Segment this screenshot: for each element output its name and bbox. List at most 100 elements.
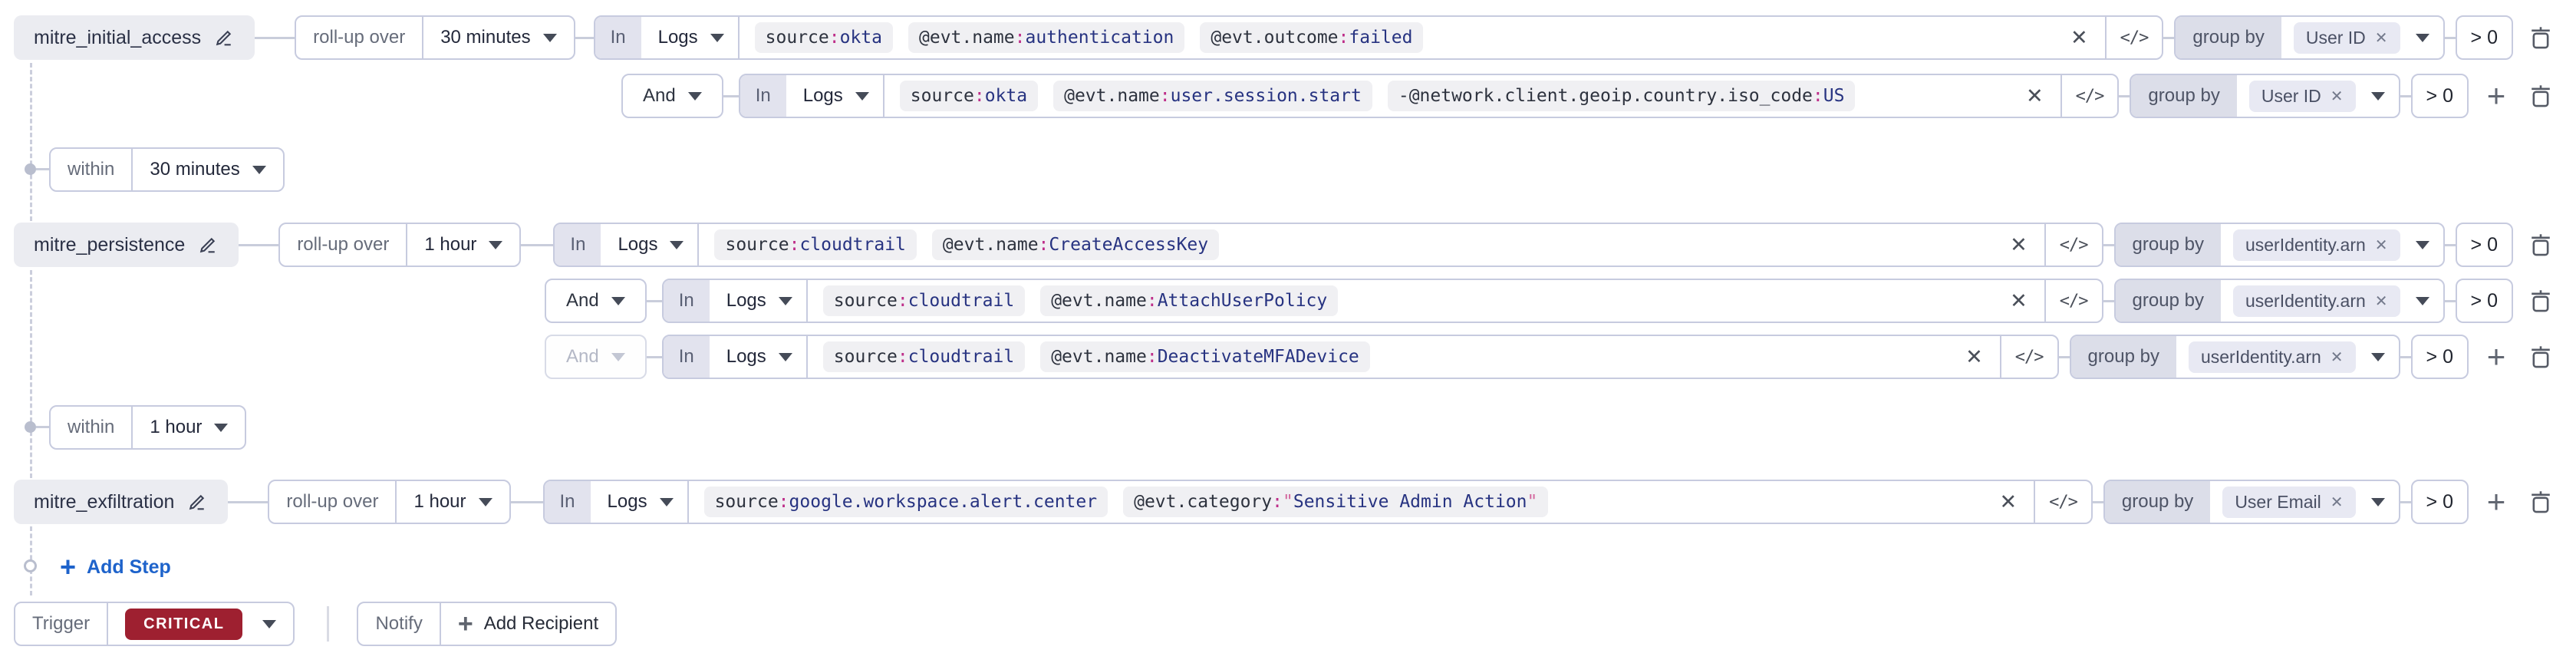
delete-query-button[interactable] xyxy=(2525,25,2556,51)
step-name-chip[interactable]: mitre_exfiltration xyxy=(14,480,229,524)
query-token[interactable]: @evt.name:authentication xyxy=(908,22,1185,53)
rollup-dropdown[interactable]: 1 hour xyxy=(407,224,519,266)
close-icon: ✕ xyxy=(2026,84,2044,107)
delete-query-button[interactable] xyxy=(2525,288,2556,314)
connector-nub xyxy=(646,299,662,302)
add-recipient-button[interactable]: + Add Recipient xyxy=(441,603,615,645)
query-token[interactable]: source:cloudtrail xyxy=(714,229,917,260)
remove-group-icon[interactable]: ✕ xyxy=(2374,292,2388,310)
threshold-button[interactable]: > 0 xyxy=(2410,480,2469,524)
delete-query-button[interactable] xyxy=(2525,344,2556,370)
operator-dropdown[interactable]: And xyxy=(545,279,647,323)
source-dropdown[interactable]: Logs xyxy=(591,481,689,523)
query-token[interactable]: @evt.name:AttachUserPolicy xyxy=(1040,285,1339,316)
group-by-pill[interactable]: userIdentity.arn ✕ xyxy=(2232,285,2400,317)
clear-query-button[interactable]: ✕ xyxy=(1948,336,2000,378)
query-token[interactable]: source:cloudtrail xyxy=(822,341,1026,372)
query-input[interactable]: source:okta @evt.name:user.session.start… xyxy=(884,75,2009,117)
source-dropdown[interactable]: Logs xyxy=(710,280,808,322)
close-icon: ✕ xyxy=(2070,25,2088,49)
query-token[interactable]: @evt.outcome:failed xyxy=(1200,22,1424,53)
query-token[interactable]: @evt.category:"Sensitive Admin Action" xyxy=(1123,487,1549,517)
chevron-down-icon xyxy=(778,296,792,305)
delete-query-button[interactable] xyxy=(2525,83,2556,109)
step-name-chip[interactable]: mitre_persistence xyxy=(14,223,239,267)
source-dropdown[interactable]: Logs xyxy=(710,336,808,378)
edit-icon[interactable] xyxy=(213,27,235,48)
threshold-button[interactable]: > 0 xyxy=(2410,335,2469,379)
source-value: Logs xyxy=(618,234,658,255)
query-input[interactable]: source:okta @evt.name:authentication @ev… xyxy=(740,17,2054,58)
source-dropdown[interactable]: Logs xyxy=(641,17,740,58)
query-token[interactable]: @evt.name:DeactivateMFADevice xyxy=(1040,341,1370,372)
remove-group-icon[interactable]: ✕ xyxy=(2330,493,2344,511)
code-view-button[interactable]: </> xyxy=(2044,280,2102,322)
operator-dropdown[interactable]: And xyxy=(545,335,647,379)
severity-badge: CRITICAL xyxy=(125,608,243,640)
remove-group-icon[interactable]: ✕ xyxy=(2374,29,2388,47)
group-by-pill[interactable]: User ID ✕ xyxy=(2248,80,2356,112)
query-token[interactable]: @evt.name:CreateAccessKey xyxy=(931,229,1220,260)
edit-icon[interactable] xyxy=(186,491,208,513)
query-input[interactable]: source:cloudtrail @evt.name:DeactivateMF… xyxy=(808,336,1948,378)
source-dropdown[interactable]: Logs xyxy=(786,75,884,117)
clear-query-button[interactable]: ✕ xyxy=(2009,75,2060,117)
query-token[interactable]: -@network.client.geoip.country.iso_code:… xyxy=(1387,81,1856,111)
connector-dot xyxy=(25,421,36,433)
query-token[interactable]: source:cloudtrail xyxy=(822,285,1026,316)
threshold-button[interactable]: > 0 xyxy=(2455,223,2513,267)
group-by-pill[interactable]: User Email ✕ xyxy=(2222,486,2356,518)
threshold-button[interactable]: > 0 xyxy=(2410,74,2469,118)
query-token[interactable]: @evt.name:user.session.start xyxy=(1053,81,1372,111)
edit-icon[interactable] xyxy=(197,234,219,256)
clear-query-button[interactable]: ✕ xyxy=(1993,280,2044,322)
rollup-label: roll-up over xyxy=(296,17,424,58)
group-by-dropdown[interactable]: User Email ✕ xyxy=(2210,481,2398,523)
group-by-pill[interactable]: userIdentity.arn ✕ xyxy=(2188,341,2356,373)
group-by-pill[interactable]: userIdentity.arn ✕ xyxy=(2232,229,2400,261)
group-by-dropdown[interactable]: userIdentity.arn ✕ xyxy=(2221,280,2443,322)
query-input[interactable]: source:google.workspace.alert.center @ev… xyxy=(689,481,1983,523)
rollup-dropdown[interactable]: 1 hour xyxy=(397,481,509,523)
group-by-dropdown[interactable]: userIdentity.arn ✕ xyxy=(2221,224,2443,266)
remove-group-icon[interactable]: ✕ xyxy=(2374,236,2388,254)
query-token[interactable]: source:google.workspace.alert.center xyxy=(703,487,1108,517)
clear-query-button[interactable]: ✕ xyxy=(2054,17,2105,58)
clear-query-button[interactable]: ✕ xyxy=(1983,481,2034,523)
code-view-button[interactable]: </> xyxy=(2044,224,2102,266)
query-input[interactable]: source:cloudtrail @evt.name:AttachUserPo… xyxy=(808,280,1993,322)
severity-dropdown[interactable]: CRITICAL xyxy=(108,603,293,645)
group-by-dropdown[interactable]: User ID ✕ xyxy=(2281,17,2443,58)
threshold-button[interactable]: > 0 xyxy=(2455,279,2513,323)
group-by-pill[interactable]: User ID ✕ xyxy=(2293,21,2400,54)
query-bar: In Logs source:cloudtrail @evt.name:Atta… xyxy=(661,279,2103,323)
remove-group-icon[interactable]: ✕ xyxy=(2330,348,2344,366)
query-input[interactable]: source:cloudtrail @evt.name:CreateAccess… xyxy=(699,224,1993,266)
remove-group-icon[interactable]: ✕ xyxy=(2330,87,2344,105)
source-dropdown[interactable]: Logs xyxy=(601,224,700,266)
group-by-label: group by xyxy=(2070,336,2176,378)
clear-query-button[interactable]: ✕ xyxy=(1993,224,2044,266)
threshold-button[interactable]: > 0 xyxy=(2455,15,2513,60)
code-view-button[interactable]: </> xyxy=(2104,17,2163,58)
trash-icon xyxy=(2532,85,2550,107)
add-query-button[interactable]: + xyxy=(2479,341,2513,373)
within-dropdown[interactable]: 30 minutes xyxy=(133,149,282,190)
query-token[interactable]: source:okta xyxy=(754,22,893,53)
code-view-button[interactable]: </> xyxy=(1999,336,2057,378)
delete-query-button[interactable] xyxy=(2525,489,2556,515)
rollup-dropdown[interactable]: 30 minutes xyxy=(423,17,573,58)
group-by-dropdown[interactable]: User ID ✕ xyxy=(2237,75,2399,117)
group-by-dropdown[interactable]: userIdentity.arn ✕ xyxy=(2176,336,2399,378)
add-query-button[interactable]: + xyxy=(2479,80,2513,112)
query-token[interactable]: source:okta xyxy=(899,81,1039,111)
step-name-chip[interactable]: mitre_initial_access xyxy=(14,15,255,60)
within-dropdown[interactable]: 1 hour xyxy=(133,407,245,448)
add-step-label: Add Step xyxy=(87,556,171,578)
add-query-button[interactable]: + xyxy=(2479,486,2513,518)
operator-dropdown[interactable]: And xyxy=(621,74,723,118)
delete-query-button[interactable] xyxy=(2525,232,2556,258)
code-view-button[interactable]: </> xyxy=(2060,75,2118,117)
add-step-button[interactable]: + Add Step xyxy=(60,551,171,583)
code-view-button[interactable]: </> xyxy=(2034,481,2091,523)
